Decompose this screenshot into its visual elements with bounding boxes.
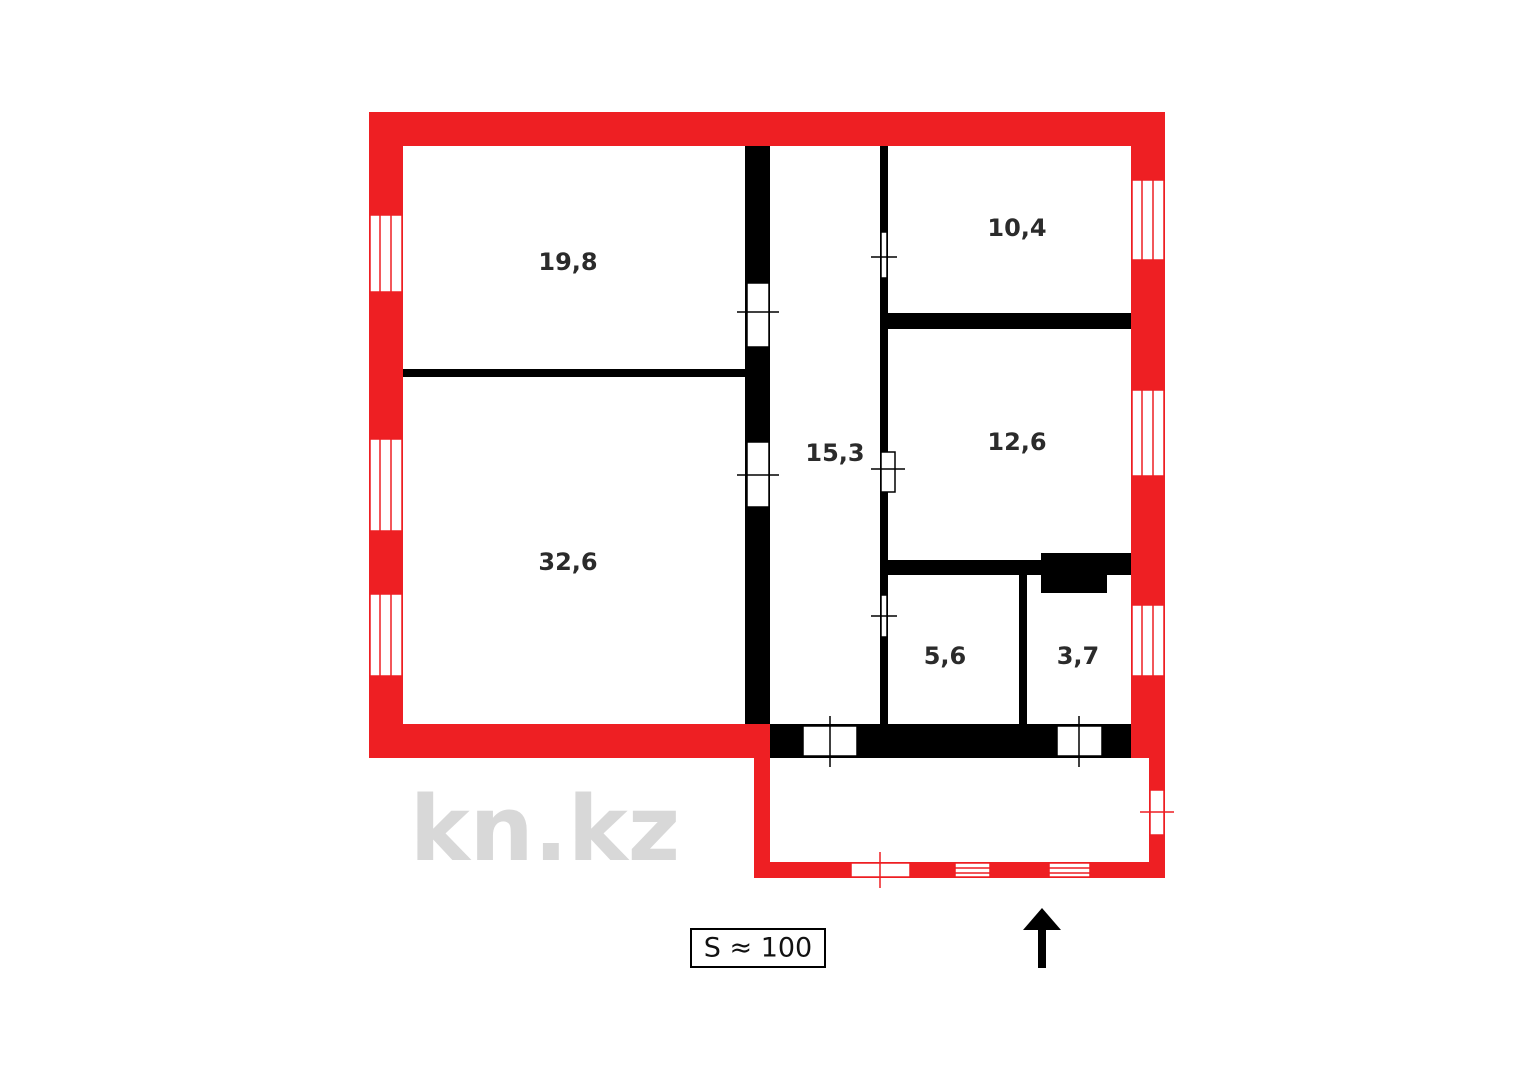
door-room-a (737, 282, 779, 348)
total-area-box: S ≈ 100 (690, 928, 826, 968)
window-right-3 (1131, 604, 1165, 677)
door-entrance-left (802, 716, 858, 767)
door-balcony-right (1140, 789, 1174, 836)
windows (369, 179, 1174, 888)
doors (737, 231, 1103, 767)
room-area-label: 10,4 (987, 214, 1046, 242)
room-area-label: 19,8 (538, 248, 597, 276)
arrow-up-icon (1023, 908, 1061, 968)
door-room-b (737, 441, 779, 508)
door-entrance-right (1056, 716, 1103, 767)
window-left-1 (369, 214, 403, 293)
window-right-2 (1131, 389, 1165, 477)
room-area-label: 12,6 (987, 428, 1046, 456)
window-balcony-1 (954, 862, 991, 878)
door-room-d (871, 451, 905, 493)
room-area-label: 32,6 (538, 548, 597, 576)
door-room-c (871, 231, 897, 279)
room-area-label: 5,6 (924, 642, 967, 670)
door-room-e (871, 594, 897, 638)
window-right-1 (1131, 179, 1165, 261)
total-area-label: S ≈ 100 (704, 933, 812, 964)
window-balcony-2 (1048, 862, 1091, 878)
watermark: kn.kz (410, 777, 680, 882)
window-left-3 (369, 593, 403, 677)
room-area-label: 15,3 (805, 439, 864, 467)
door-balcony-bottom (850, 852, 911, 888)
room-area-label: 3,7 (1057, 642, 1100, 670)
window-left-2 (369, 438, 403, 532)
